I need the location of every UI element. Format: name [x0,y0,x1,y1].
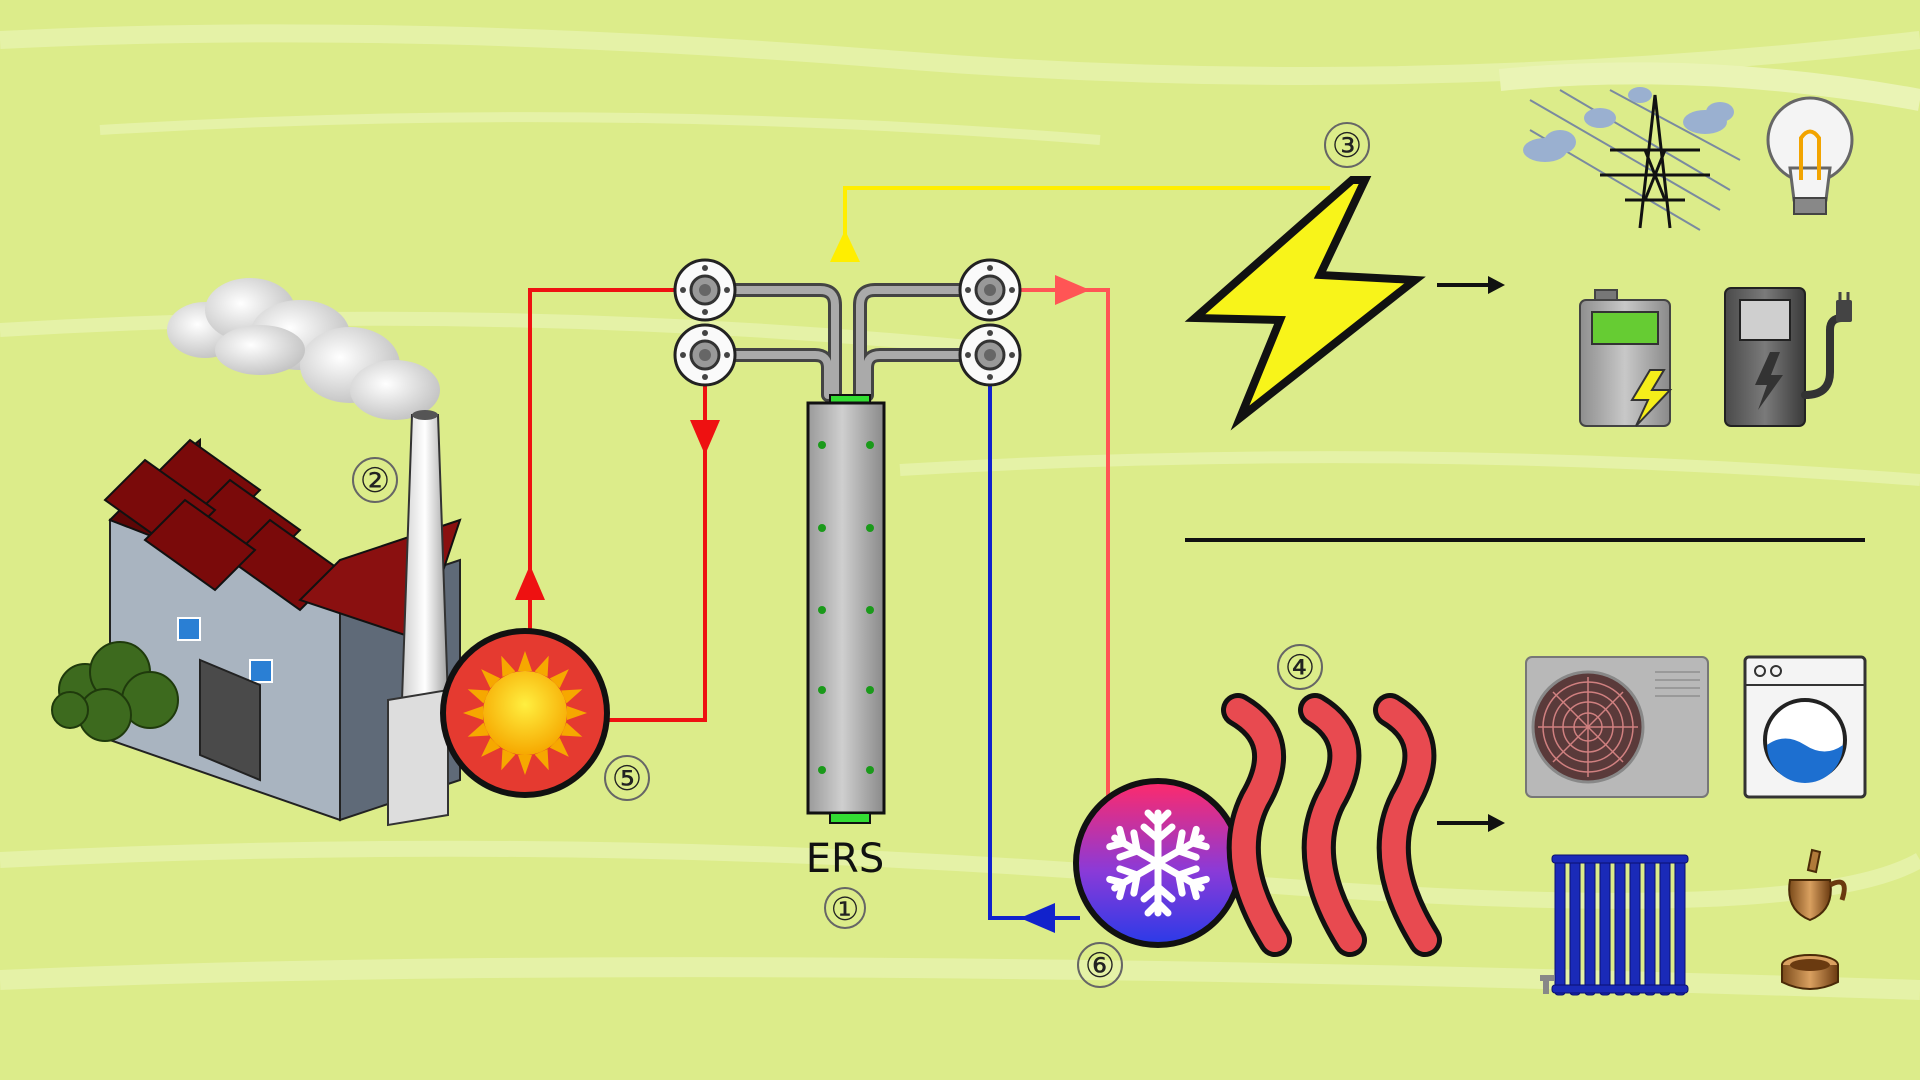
lightning-bolt-icon [1184,176,1426,431]
marker-cold: ⑥ [1077,942,1123,988]
waste-heat-source [440,628,610,798]
svg-text:②: ② [360,461,390,501]
warm-pipe [1010,288,1110,800]
marker-waste-heat: ⑤ [604,755,650,801]
ers-label: ERS [806,836,884,882]
valve-bottom-right [958,323,1022,387]
marker-heat: ④ [1277,644,1323,690]
snowflake-icon [1106,809,1210,917]
arrow-up-icon [515,565,545,600]
valve-top-right [958,258,1022,322]
arrow-left-icon [1020,903,1055,933]
valves [673,258,1022,387]
teapot-icon [1781,848,1847,990]
hot-supply-pipe [528,288,680,650]
svg-text:⑤: ⑤ [612,759,642,799]
svg-text:⑥: ⑥ [1085,946,1115,986]
arrow-right-icon [1055,275,1090,305]
marker-electricity: ③ [1324,122,1370,168]
battery-charging-icon [1579,289,1673,427]
arrow-right-icon [1437,276,1505,294]
marker-ers: ① [824,887,866,929]
light-bulb-icon [1766,96,1854,215]
svg-text:④: ④ [1285,648,1315,688]
arrow-up-icon [830,230,860,262]
bush [51,641,179,742]
air-conditioner-icon [1525,656,1709,798]
ev-charger-icon [1724,287,1852,427]
factory-icon [51,278,462,827]
svg-text:①: ① [831,890,860,928]
sun-icon [463,651,587,775]
hot-return-pipe [590,375,707,722]
radiator-icon [1540,854,1689,996]
ers-column [806,394,886,824]
smoke-cloud [167,278,440,420]
valve-bottom-left [673,323,737,387]
marker-factory: ② [352,457,398,503]
cold-source [1073,778,1243,948]
heat-waves-icon [1221,693,1442,957]
flow-arrows [515,230,1090,933]
svg-text:③: ③ [1332,126,1362,166]
washing-machine-icon [1743,655,1867,799]
power-line-icon [1523,87,1741,231]
arrow-down-icon [690,420,720,455]
valve-top-left [673,258,737,322]
arrow-right-icon [1437,814,1505,832]
